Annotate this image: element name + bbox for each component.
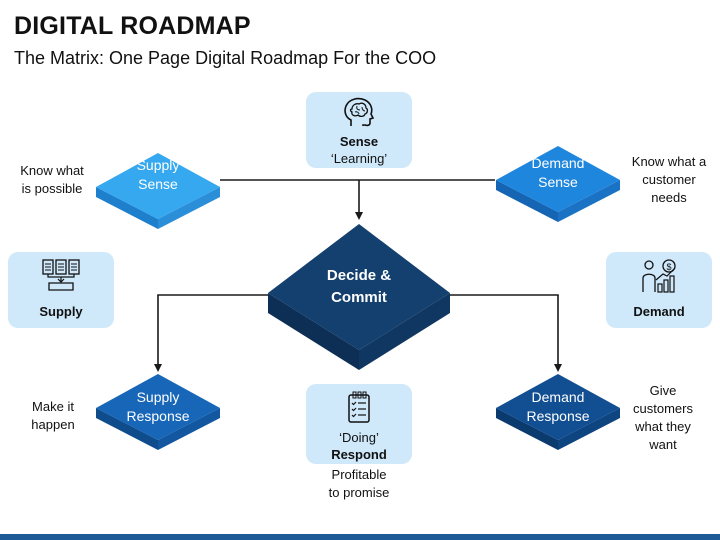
diamond-supply-response: Supply Response	[96, 374, 220, 450]
diamond-demand-sense: Demand Sense	[496, 146, 620, 222]
supply-sense-label-1: Supply	[137, 157, 180, 173]
note-give-customers-line1: Give	[649, 383, 677, 398]
note-know-possible-line1: Know what	[20, 163, 84, 178]
growth-chart-person-icon: $	[642, 259, 676, 293]
note-make-happen-line2: happen	[31, 417, 75, 432]
note-profitable-line2: to promise	[328, 485, 390, 500]
box-supply: Supply	[8, 252, 114, 328]
demand-box-label: Demand	[633, 304, 685, 319]
respond-box-subtitle: ‘Doing’	[339, 430, 379, 445]
note-know-possible-line2: is possible	[21, 181, 83, 196]
note-know-needs-line2: customer	[642, 172, 696, 187]
brain-head-icon	[344, 97, 375, 127]
note-give-customers-line3: what they	[635, 419, 691, 434]
supply-response-label-1: Supply	[137, 389, 180, 405]
center-label-1: Decide &	[327, 267, 391, 284]
demand-sense-label-1: Demand	[532, 155, 585, 171]
demand-response-label-2: Response	[526, 408, 589, 424]
sense-box-title: Sense	[339, 134, 379, 149]
supply-response-label-2: Response	[126, 408, 189, 424]
checklist-icon	[348, 391, 370, 423]
note-profitable-line1: Profitable	[331, 467, 387, 482]
supply-sense-label-2: Sense	[138, 176, 178, 192]
page-title: DIGITAL ROADMAP	[14, 12, 251, 40]
box-sense: Sense ‘Learning’	[306, 92, 412, 168]
note-give-customers-line4: want	[649, 437, 677, 452]
connector-to-supply-response	[154, 294, 268, 372]
page-subtitle: The Matrix: One Page Digital Roadmap For…	[14, 48, 437, 68]
note-give-customers-line2: customers	[633, 401, 693, 416]
note-make-happen: Make it happen	[14, 398, 92, 434]
note-know-needs-line1: Know what a	[631, 154, 707, 169]
note-make-happen-line1: Make it	[32, 399, 74, 414]
bottom-accent-bar	[0, 534, 720, 540]
diamond-supply-sense: Supply Sense	[96, 153, 220, 229]
svg-text:$: $	[666, 262, 671, 272]
sense-box-subtitle: ‘Learning’	[330, 151, 388, 166]
connectors	[154, 179, 562, 372]
demand-response-label-1: Demand	[532, 389, 585, 405]
note-know-needs-line3: needs	[651, 190, 687, 205]
box-respond: ‘Doing’ Respond	[306, 384, 412, 464]
center-label-2: Commit	[331, 289, 387, 306]
respond-box-title: Respond	[331, 447, 387, 462]
documents-tray-icon	[42, 259, 80, 291]
demand-sense-label-2: Sense	[538, 174, 578, 190]
diamond-demand-response: Demand Response	[496, 374, 620, 450]
note-profitable: Profitable to promise	[310, 466, 408, 502]
diamond-decide-commit: Decide & Commit	[268, 224, 450, 370]
connector-to-demand-response	[450, 294, 562, 372]
note-know-possible: Know what is possible	[10, 162, 94, 198]
note-know-needs: Know what a customer needs	[624, 153, 714, 207]
supply-box-label: Supply	[39, 304, 83, 319]
note-give-customers: Give customers what they want	[624, 382, 702, 454]
box-demand: $ Demand	[606, 252, 712, 328]
